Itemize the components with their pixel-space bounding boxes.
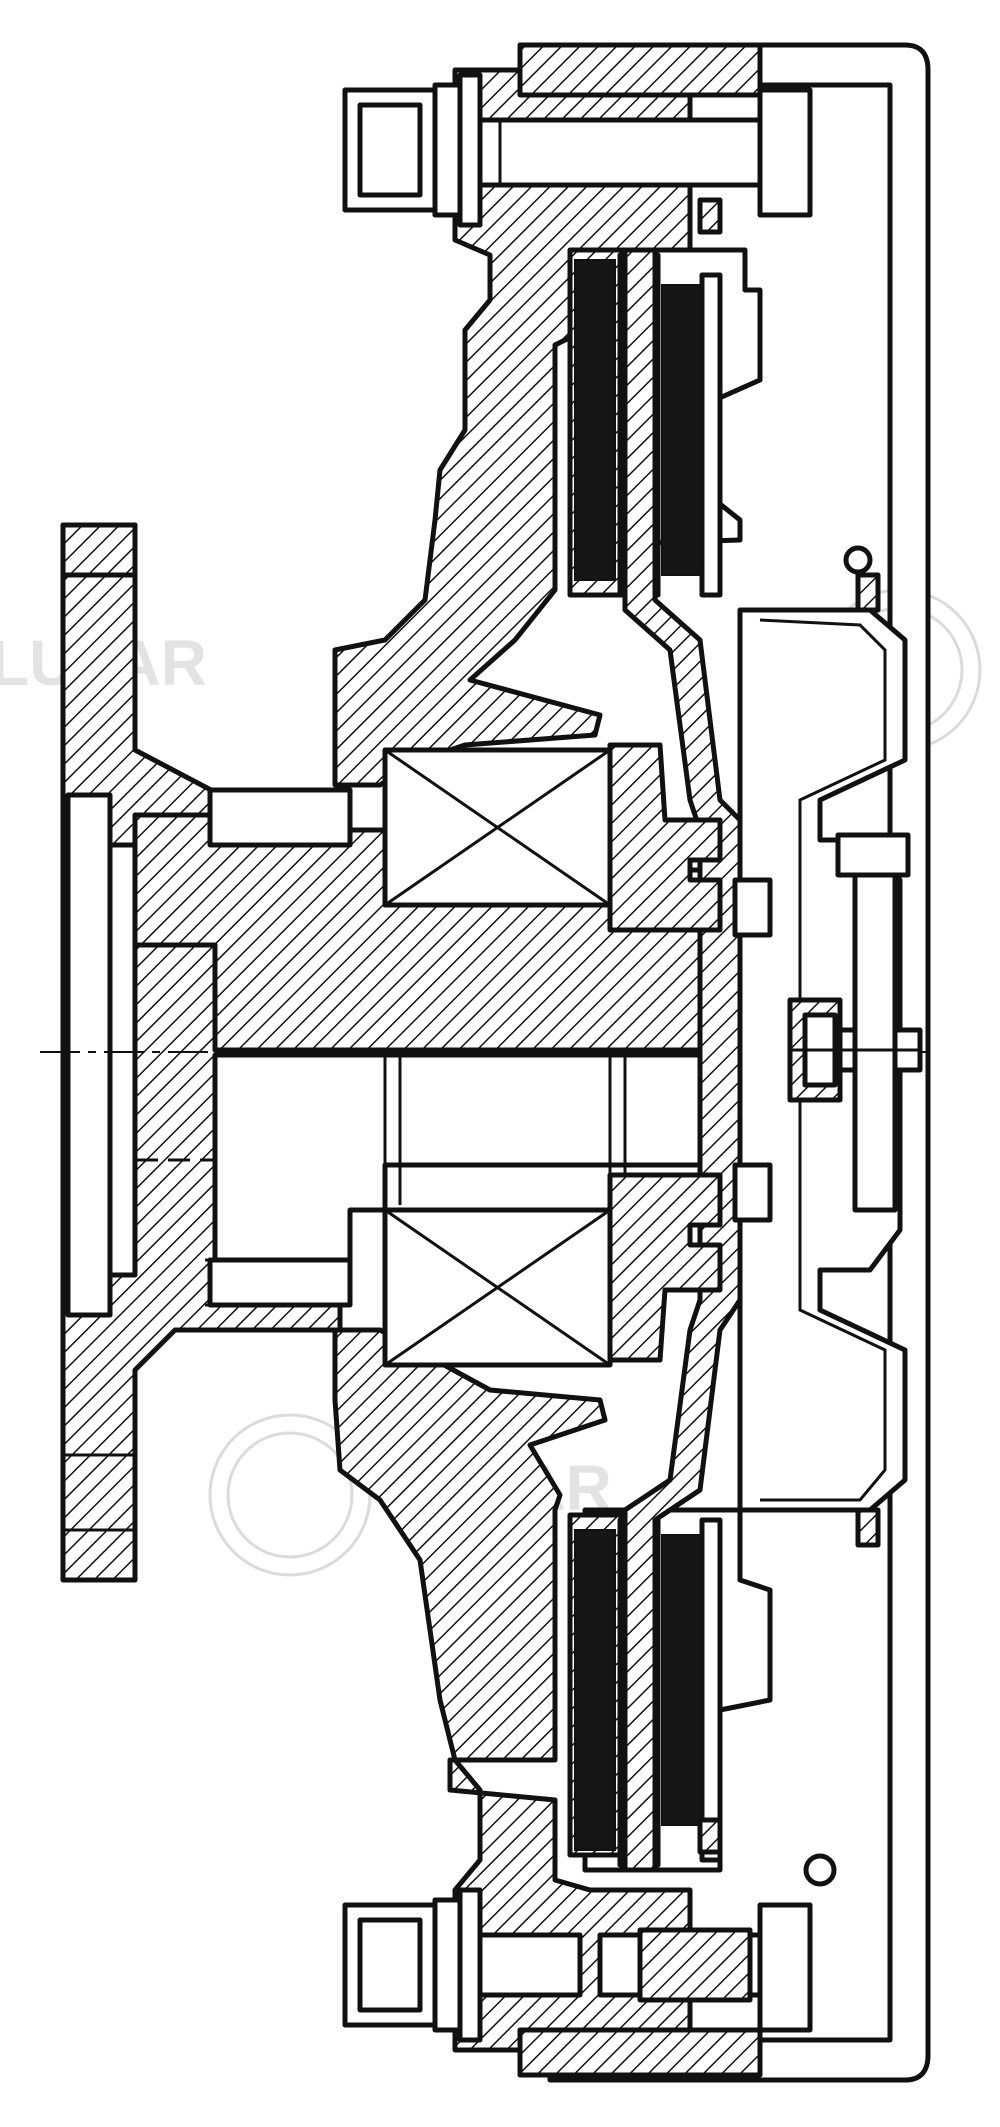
rotor-disc [622, 247, 743, 1873]
flange-pilot-step [107, 842, 138, 1278]
bolt-top [342, 72, 813, 228]
flange-pilot-bore [65, 792, 113, 1318]
housing-lip-top [517, 42, 763, 98]
retaining-hub-upper [607, 742, 723, 933]
bolt-bottom [342, 1887, 813, 2043]
pin-top [697, 197, 723, 235]
rivet-top [855, 572, 881, 613]
housing-lip-bottom [517, 2027, 763, 2078]
rivet-circle-bottom [803, 1853, 837, 1887]
bearing-upper [382, 747, 613, 908]
shaft-groove-lower [207, 1257, 353, 1308]
rivet-circle-top [843, 545, 873, 575]
valve-pin-assembly [732, 832, 923, 1223]
rivet-bottom [855, 1507, 881, 1548]
retaining-hub-lower [607, 1172, 723, 1363]
shaft-groove-upper [207, 787, 353, 848]
flange-top-block [60, 522, 138, 578]
pin-bottom [697, 1817, 723, 1855]
bearing-lower [382, 1207, 613, 1368]
